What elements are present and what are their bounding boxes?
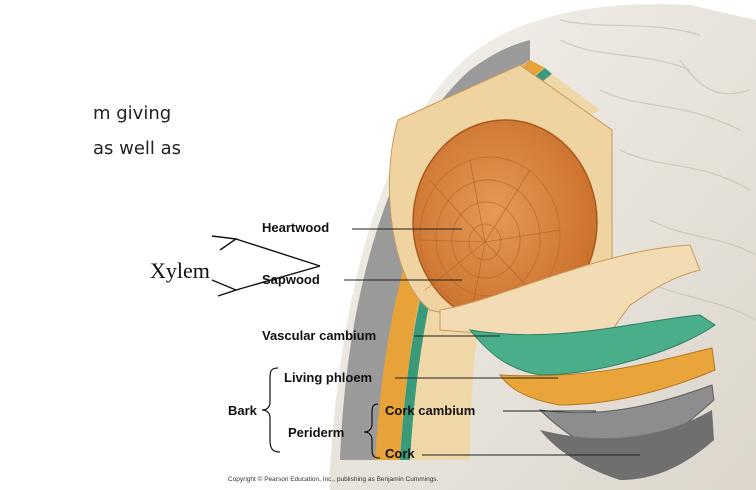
heartwood-label: Heartwood bbox=[262, 220, 329, 235]
cork-label: Cork bbox=[385, 446, 415, 461]
periderm-label: Periderm bbox=[288, 425, 344, 440]
sapwood-label: Sapwood bbox=[262, 272, 320, 287]
cork-cambium-label: Cork cambium bbox=[385, 403, 475, 418]
bark-label: Bark bbox=[228, 403, 257, 418]
living-phloem-label: Living phloem bbox=[284, 370, 372, 385]
bark-brace bbox=[262, 368, 280, 452]
vascular-cambium-label: Vascular cambium bbox=[262, 328, 376, 343]
copyright-notice: Copyright © Pearson Education, Inc., pub… bbox=[228, 476, 438, 483]
xylem-arrows bbox=[212, 236, 320, 296]
xylem-label: Xylem bbox=[150, 258, 210, 284]
